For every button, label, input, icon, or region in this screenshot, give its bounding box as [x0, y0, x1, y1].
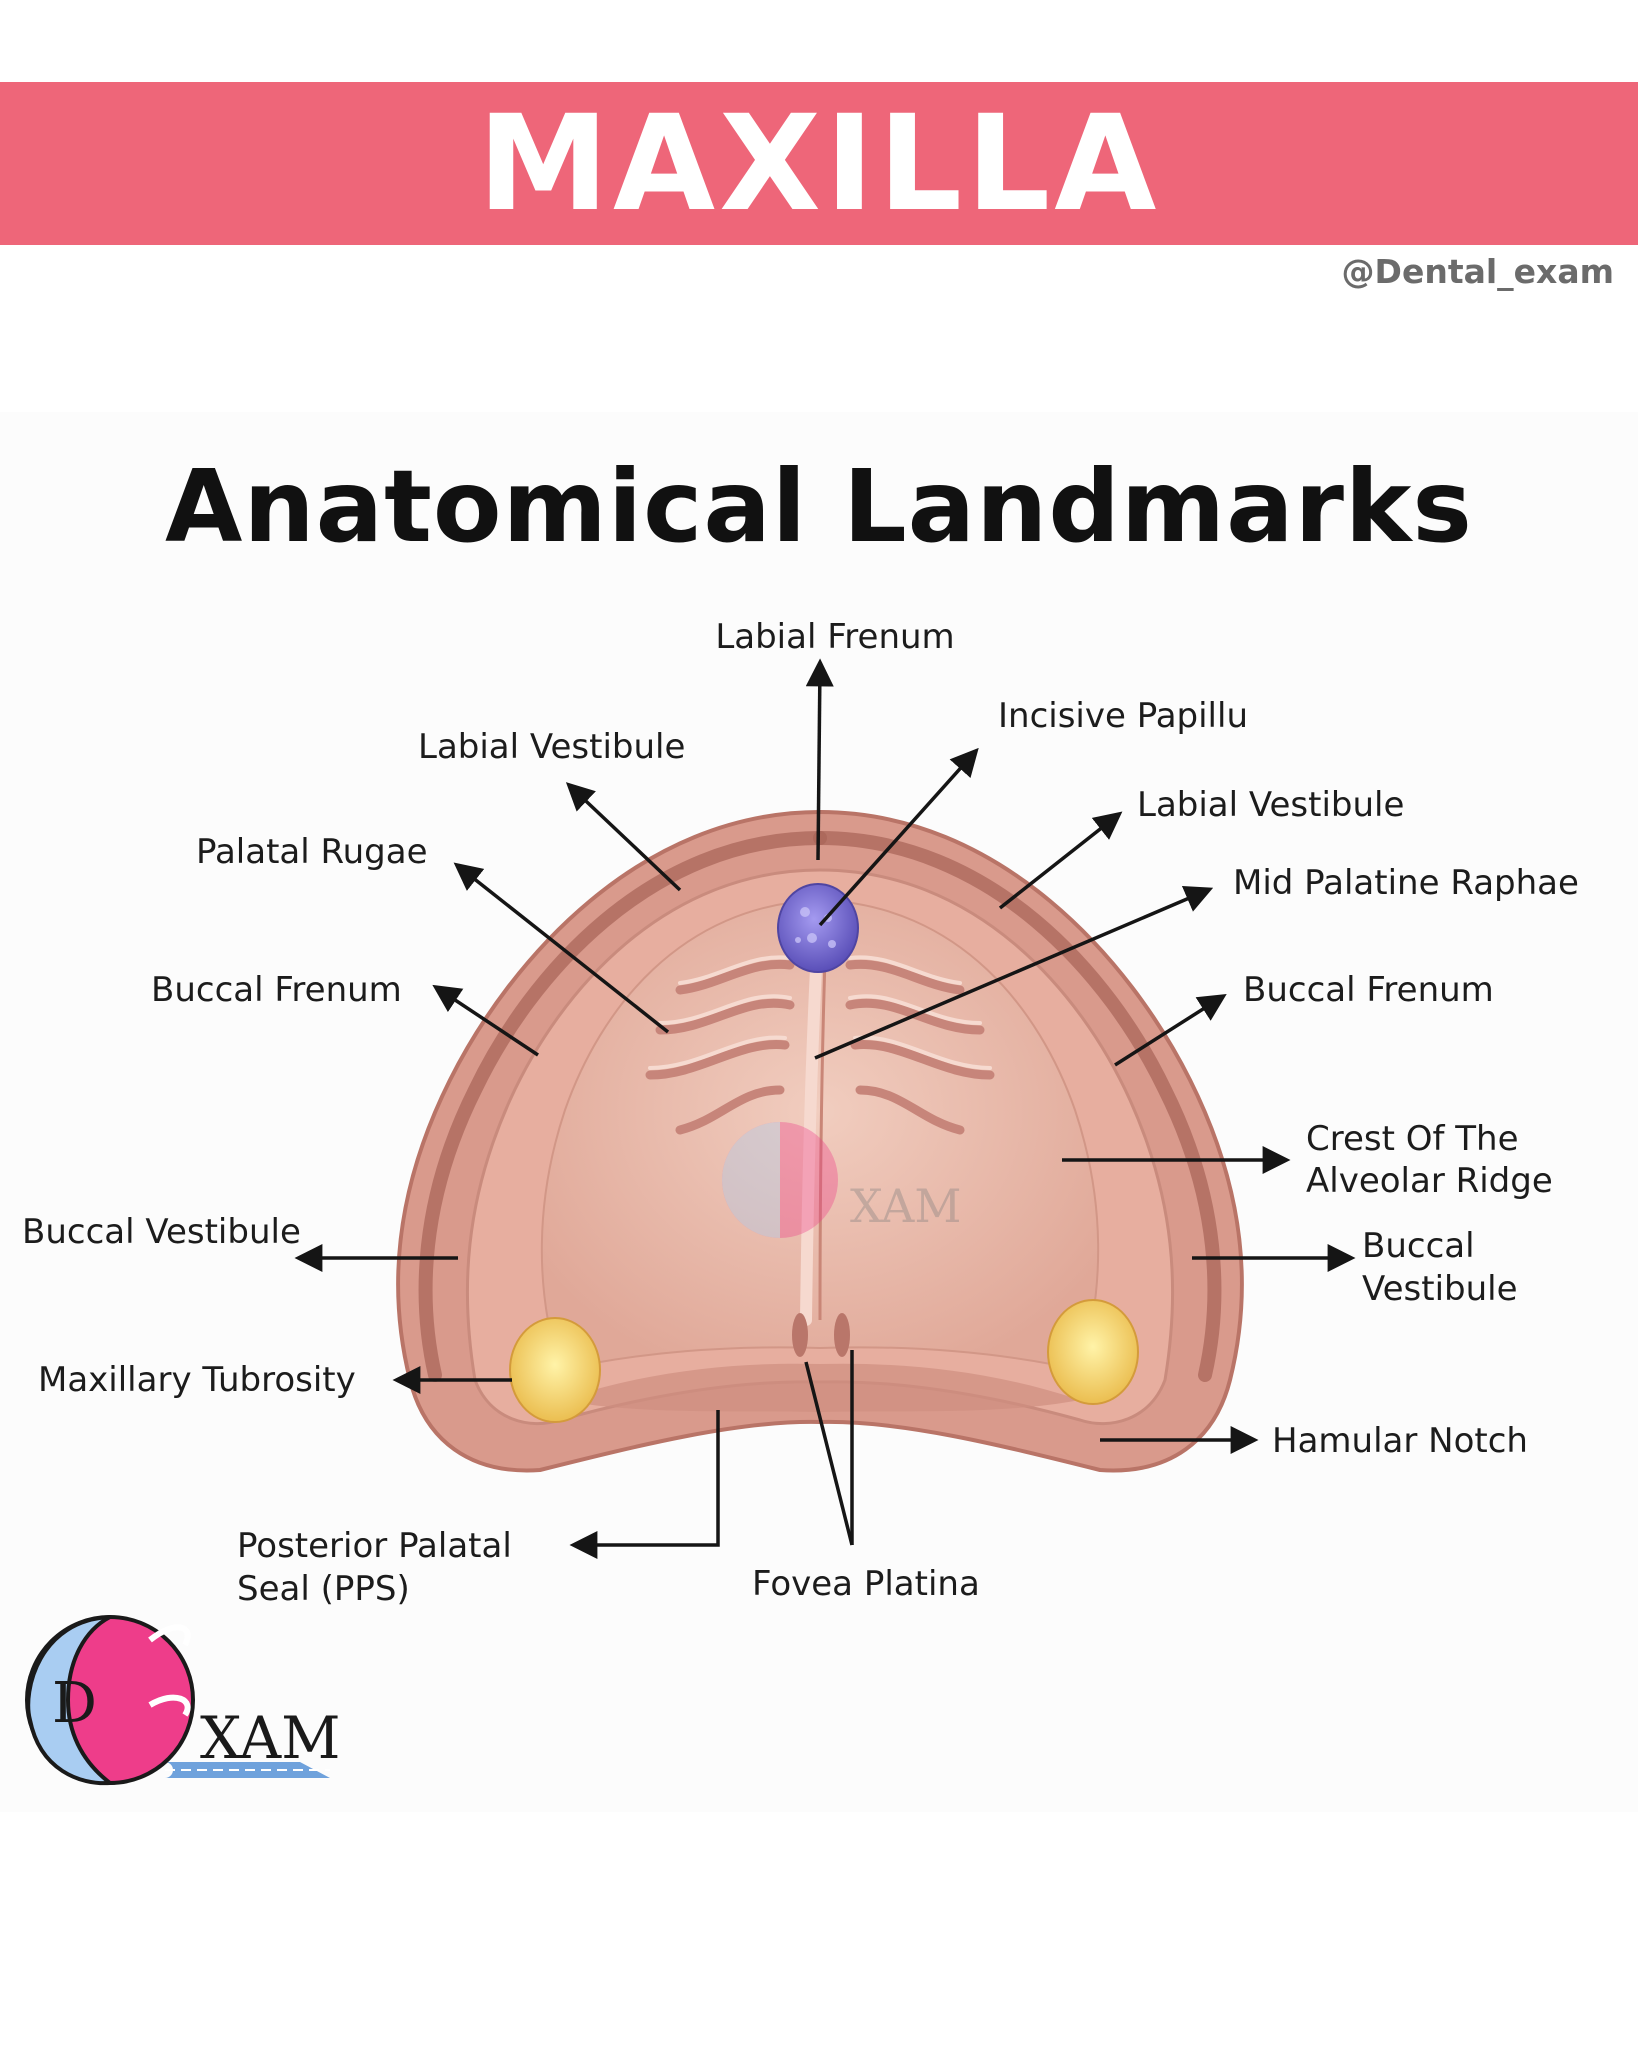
logo-letter: D: [52, 1671, 97, 1736]
vestibule-groove: [418, 831, 827, 1382]
title-banner: MAXILLA: [0, 82, 1638, 245]
leader-lines: [294, 658, 1356, 1559]
banner-title: MAXILLA: [477, 86, 1161, 241]
label-hamular-notch: Hamular Notch: [1272, 1421, 1528, 1461]
label-pps-line2: Seal (PPS): [237, 1569, 410, 1609]
palatal-rugae-highlight: [648, 955, 992, 1070]
fovea-palatina-left: [792, 1313, 808, 1357]
palatal-rugae: [645, 959, 995, 1135]
logo-text: XAM: [200, 1704, 341, 1772]
label-labial-frenum: Labial Frenum: [715, 617, 954, 657]
label-buccal-frenum-left: Buccal Frenum: [151, 970, 402, 1010]
label-pps-line1: Posterior Palatal: [237, 1526, 512, 1566]
social-handle: @Dental_exam: [1341, 252, 1614, 291]
logo-e-strokes: [148, 1624, 191, 1717]
label-incisive-papillu: Incisive Papillu: [998, 696, 1248, 736]
vestibule-groove: [813, 831, 1222, 1382]
mid-palatine-raphe-shadow: [818, 929, 828, 1321]
label-palatal-rugae: Palatal Rugae: [196, 832, 428, 872]
logo-blue-crescent: [26, 1615, 116, 1786]
label-buccal-vestibule-right-line2: Vestibule: [1362, 1269, 1518, 1309]
label-maxillary-tubrosity: Maxillary Tubrosity: [38, 1360, 356, 1400]
watermark-logo: XAM: [722, 1122, 961, 1238]
mid-palatine-raphe: [800, 924, 824, 1326]
watermark-text: XAM: [850, 1179, 961, 1233]
label-labial-vestibule-left: Labial Vestibule: [418, 727, 685, 767]
label-crest-line2: Alveolar Ridge: [1306, 1161, 1553, 1201]
maxillary-tuberosity-left: [509, 1317, 601, 1423]
posterior-palatal-band: [560, 1363, 1080, 1412]
label-buccal-vestibule-right-line1: Buccal: [1362, 1226, 1475, 1266]
dexam-logo: D XAM: [25, 1615, 341, 1786]
label-buccal-vestibule-left: Buccal Vestibule: [22, 1212, 301, 1252]
label-mid-palatine-raphae: Mid Palatine Raphae: [1233, 863, 1579, 903]
label-labial-vestibule-right: Labial Vestibule: [1137, 785, 1404, 825]
diagram-title: Anatomical Landmarks: [165, 448, 1473, 565]
maxillary-tuberosity-right: [1047, 1299, 1139, 1405]
fovea-palatina-right: [834, 1313, 850, 1357]
label-fovea-platina: Fovea Platina: [752, 1564, 980, 1604]
label-buccal-frenum-right: Buccal Frenum: [1243, 970, 1494, 1010]
label-crest-line1: Crest Of The: [1306, 1119, 1519, 1159]
